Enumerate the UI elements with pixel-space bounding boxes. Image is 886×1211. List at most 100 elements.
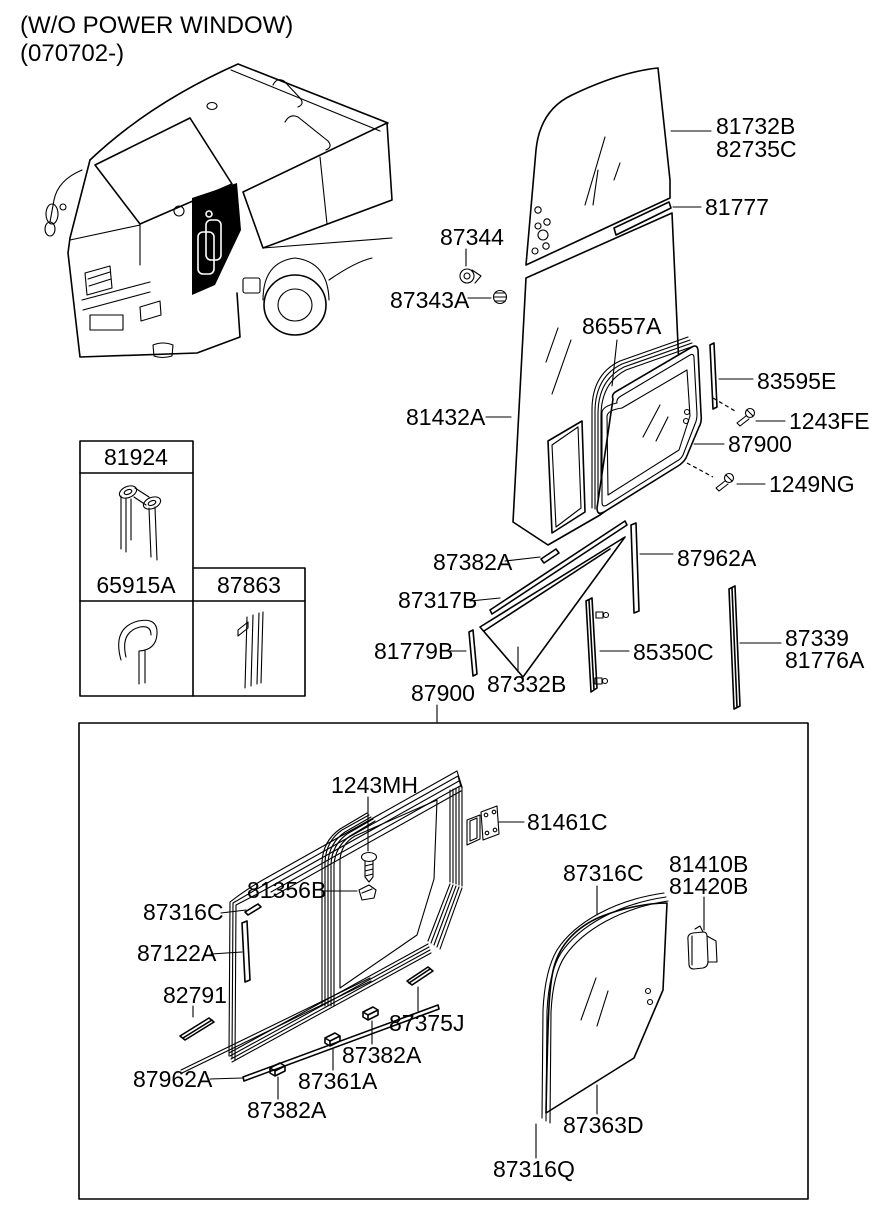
fasteners-upper: [459, 268, 756, 492]
slider-hole: [683, 408, 691, 416]
bus-front-wheel: [263, 274, 327, 336]
bus-front-panel-lines: [69, 223, 141, 266]
slider-frame-87900-upper: [596, 345, 703, 515]
part-label-87343A: 87343A: [390, 287, 470, 313]
screw-1243MH-icon: [360, 851, 378, 883]
diagram-title-line2: (070702-): [20, 40, 124, 67]
glass-hole: [537, 229, 549, 241]
part-label-81777: 81777: [705, 194, 769, 220]
bus-headlamp: [84, 265, 113, 296]
strip-87962A-upper: [630, 522, 640, 614]
part-label-1243FE: 1243FE: [789, 408, 870, 434]
frame-top-rail: [267, 770, 463, 898]
strip-87339-81776A: [728, 585, 741, 710]
leader-87316C-left: [220, 909, 247, 914]
slider-frame-inner: [606, 369, 691, 496]
channel-line: [600, 345, 695, 512]
leader-86557A: [611, 339, 618, 387]
strip-81777: [613, 201, 672, 236]
diagram-title-line1: (W/O POWER WINDOW): [20, 12, 293, 39]
frame-right-edge: [427, 786, 463, 950]
middle-small-parts: [468, 342, 741, 710]
part-label-87122A: 87122A: [137, 940, 217, 966]
part-label-87382A-upper: 87382A: [433, 549, 513, 575]
quarter-glass-87363D: [545, 902, 668, 1114]
bus-wheel-arch: [262, 257, 330, 301]
glass-hole: [534, 206, 542, 214]
screw-1243FE-icon: [736, 407, 756, 427]
bus-lamp-2: [139, 300, 162, 322]
glass-opening-outer: [547, 420, 586, 534]
run-channel-86557A: [591, 336, 695, 512]
bus-front-wheel-hub: [277, 288, 313, 322]
frame-left-edge: [228, 876, 271, 1061]
bus-roof-vent: [206, 101, 218, 111]
bus-roof-edge-inner: [230, 69, 381, 132]
leader-87317B: [469, 597, 501, 602]
leader-87122A: [210, 951, 243, 955]
glass-hole: [534, 222, 542, 230]
bracket-81461C-icon: [466, 805, 500, 846]
strip-81779B: [468, 629, 478, 677]
peg-cap: [601, 677, 609, 685]
strip-87317B: [489, 520, 628, 615]
strip-87122A: [241, 920, 251, 983]
part-label-87316Q: 87316Q: [493, 1156, 575, 1182]
part-label-87316C-left: 87316C: [143, 899, 224, 925]
clip-81356B-icon: [358, 884, 377, 901]
bus-fog-lamp: [152, 342, 174, 359]
slider-glass-shine: [642, 404, 669, 442]
glass-hole: [542, 242, 550, 250]
channel-line: [594, 339, 691, 510]
strip-87382A-upper: [540, 548, 560, 564]
bus-illustration: [44, 63, 393, 359]
run-87316C-line: [549, 900, 669, 1124]
bar-82791: [179, 1017, 215, 1041]
part-label-87962A-upper: 87962A: [677, 545, 757, 571]
bus-roof-hatch-2: [284, 115, 331, 151]
channel-line: [591, 336, 689, 509]
run-87316C-line: [541, 892, 665, 1119]
bus-cowl-circle: [173, 205, 185, 217]
glass-opening-inner: [551, 426, 582, 528]
part-label-81356B: 81356B: [247, 877, 326, 903]
reference-table: [79, 440, 306, 697]
part-label-1249NG: 1249NG: [769, 471, 855, 497]
bus-mirror-head: [45, 203, 59, 225]
part-label-81779B: 81779B: [374, 638, 453, 664]
clip-87344-icon: [459, 268, 482, 284]
part-label-87382A-bottom: 87382A: [247, 1097, 327, 1123]
peg-85350C-top: [595, 611, 604, 619]
strip-87316C-left: [244, 903, 262, 916]
part-label-87962A-bottom: 87962A: [133, 1066, 213, 1092]
lower-assembly-box: [78, 722, 809, 1200]
part-label-87375J: 87375J: [389, 1010, 464, 1036]
part-label-82791: 82791: [163, 982, 227, 1008]
part-label-1243MH: 1243MH: [331, 772, 418, 798]
bus-door-glass-highlight: [192, 183, 241, 295]
part-label-83595E: 83595E: [757, 368, 836, 394]
bus-windshield: [94, 117, 233, 225]
quarter-glass-hole: [644, 987, 652, 995]
table-grid-lines: [79, 472, 306, 697]
frame-inner-opening: [339, 799, 438, 989]
labels: (W/O POWER WINDOW) (070702-) 81732B 8273…: [20, 12, 870, 1182]
bus-mirror-arm: [49, 169, 83, 223]
part-label-87316C-right: 87316C: [563, 860, 644, 886]
quarter-glass-group: [541, 892, 718, 1124]
table-border: [79, 440, 306, 697]
frame-center-pillar: [321, 812, 376, 1007]
clip-87382A-mid: [362, 1006, 379, 1021]
icon-87863: [237, 611, 264, 689]
bus-mirror-joint: [59, 203, 67, 211]
bus-side-lower-line: [262, 237, 393, 249]
screw-1249NG-icon: [715, 472, 735, 492]
dash-1249NG: [686, 462, 714, 478]
upper-door-glass-group: [525, 67, 672, 266]
assembly-box-border: [78, 722, 809, 1200]
bus-side-window-divider: [319, 156, 328, 225]
latch-81410B-icon: [687, 925, 718, 970]
part-label-87900-upper: 87900: [728, 431, 792, 457]
part-label-87361A: 87361A: [298, 1068, 378, 1094]
